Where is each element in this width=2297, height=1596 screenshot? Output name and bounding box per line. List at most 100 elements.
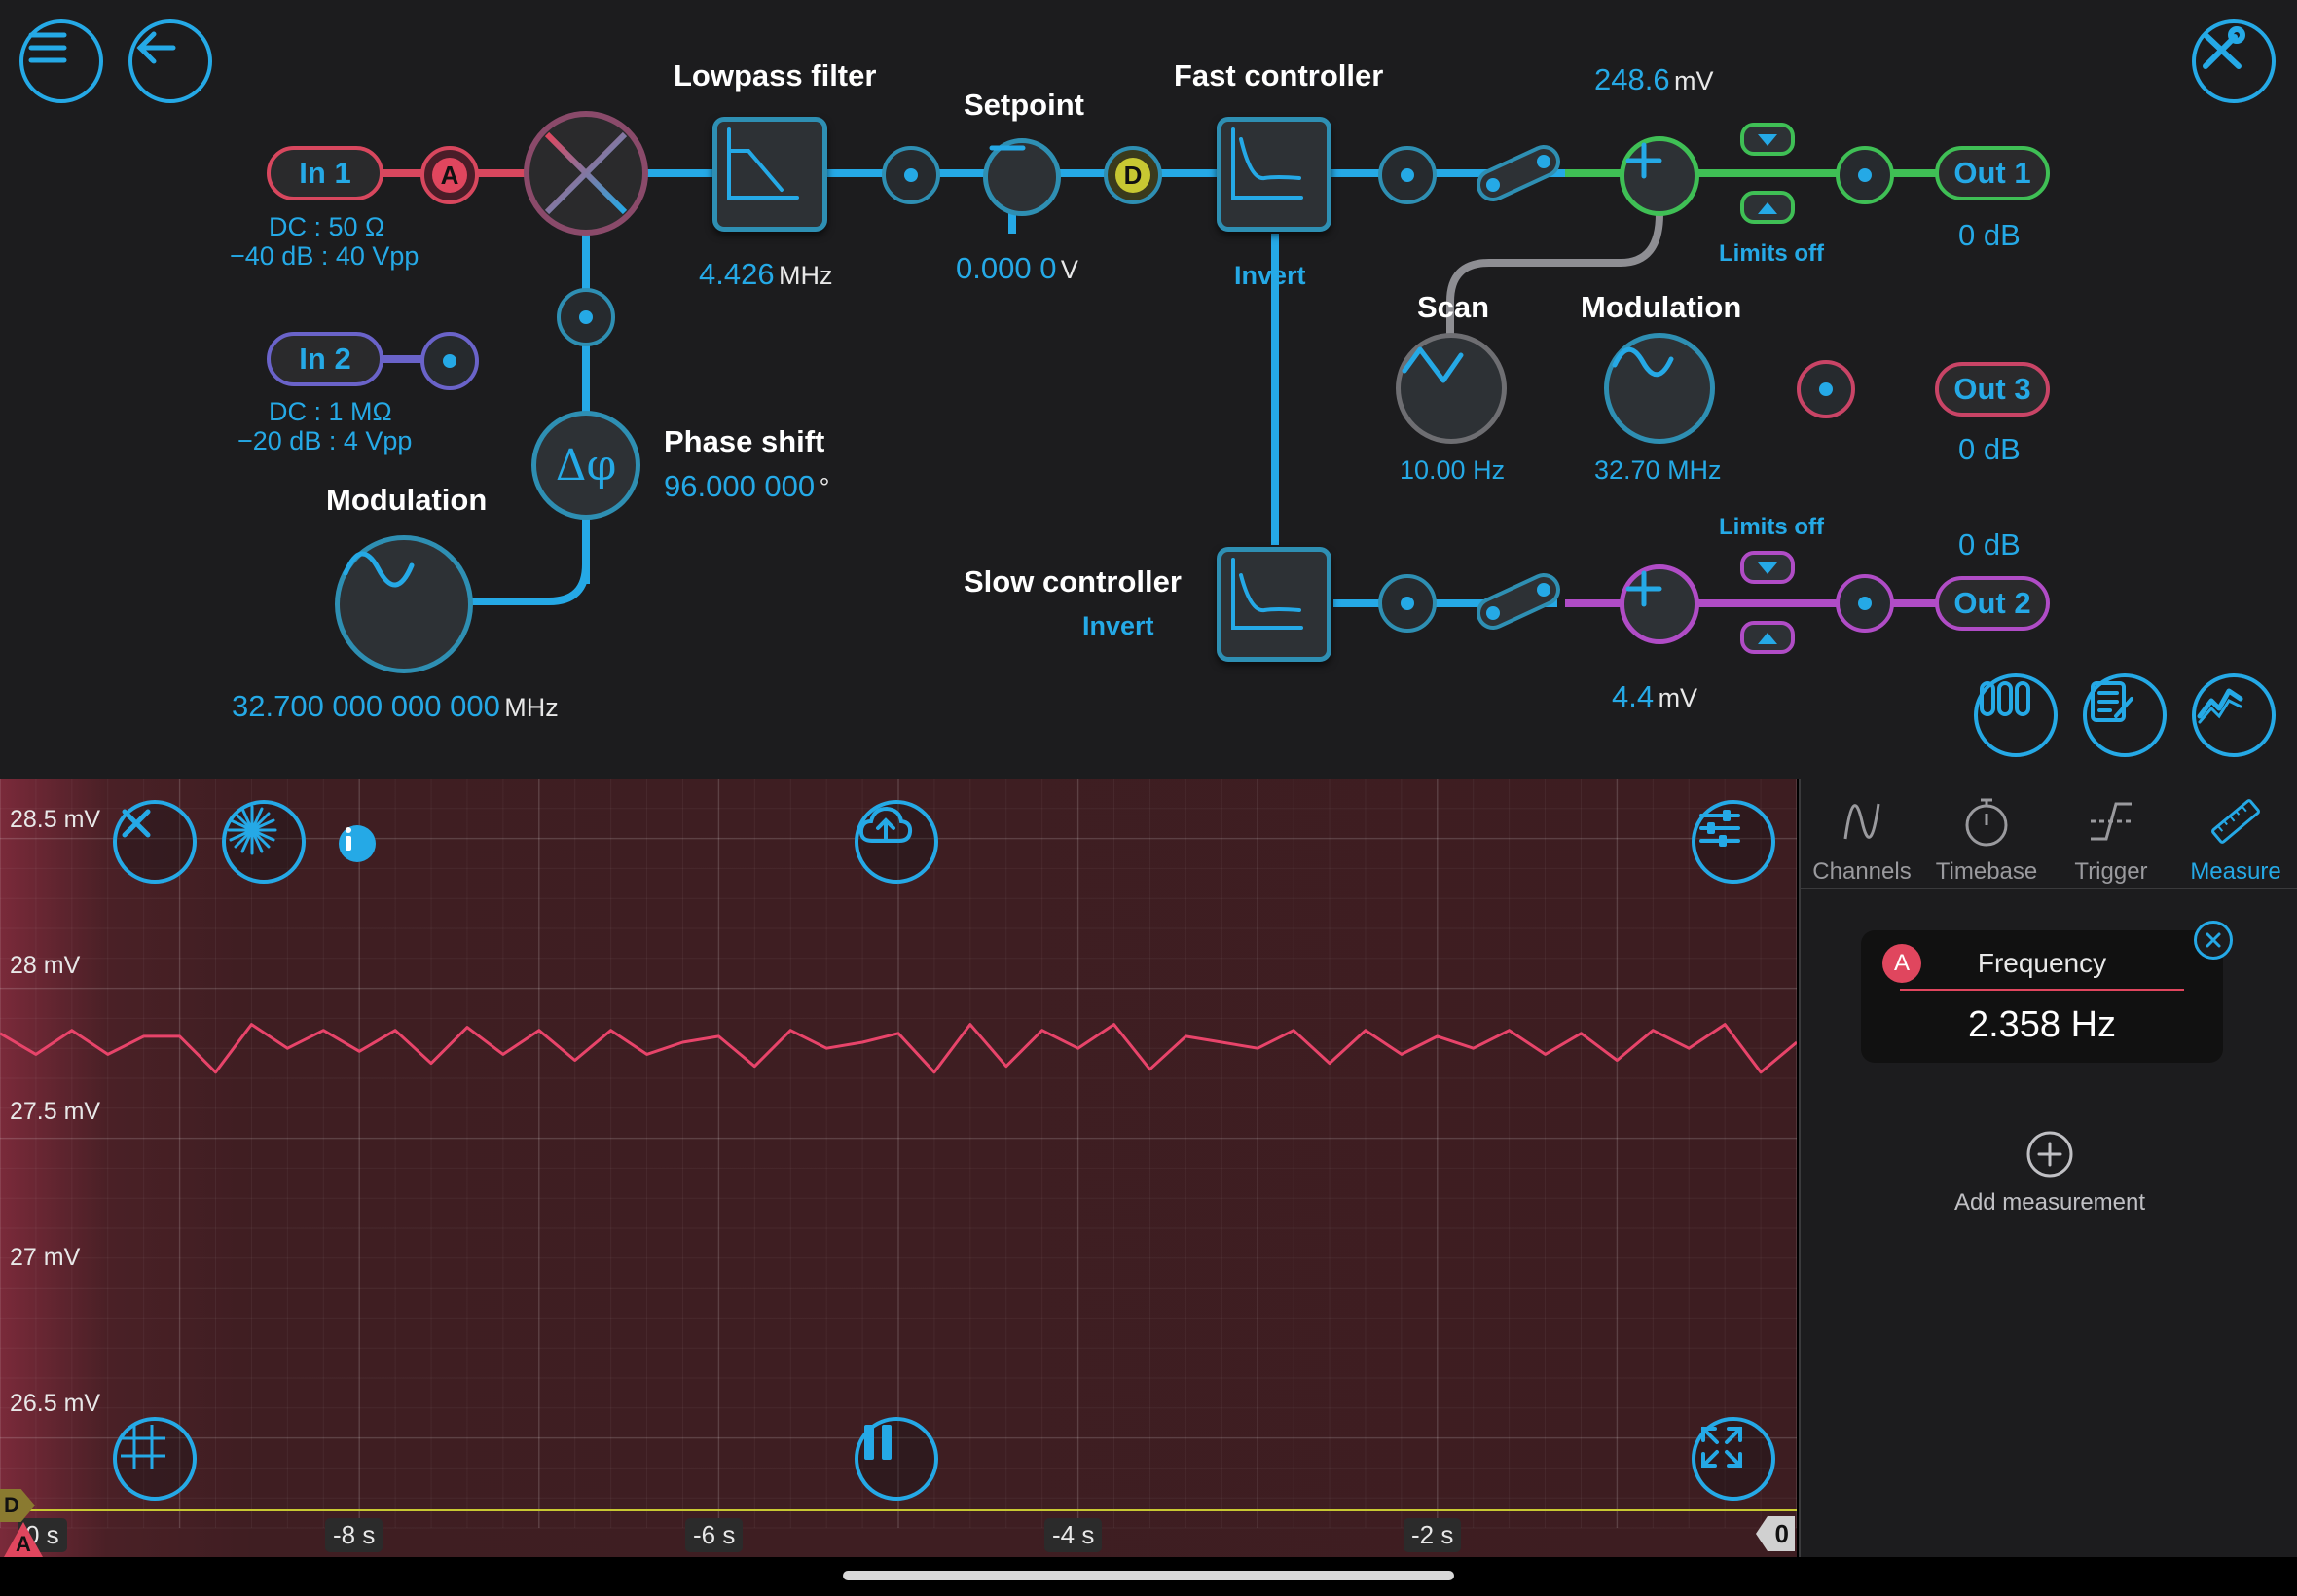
slow-controller-invert[interactable]: Invert <box>1082 611 1154 640</box>
input-2-node[interactable] <box>420 332 479 390</box>
ruler-icon <box>2211 799 2260 844</box>
setpoint-channel-badge[interactable]: D <box>1104 146 1162 204</box>
modulation-out-button[interactable] <box>1604 333 1715 444</box>
scope-settings-button[interactable] <box>1692 800 1775 884</box>
lowpass-readout[interactable]: 4.426 MHz <box>699 257 833 292</box>
info-button[interactable] <box>339 825 376 862</box>
fast-controller-button[interactable] <box>1217 117 1331 232</box>
tab-timebase[interactable]: Timebase <box>1925 788 2048 886</box>
output-3-button[interactable]: Out 3 <box>1935 362 2050 417</box>
setpoint-readout[interactable]: 0.000 0 V <box>956 251 1078 286</box>
phase-shift-value: 96.000 000 <box>664 469 816 503</box>
phase-shift-button[interactable]: Δφ <box>531 411 640 520</box>
out-3-node[interactable] <box>1797 360 1855 418</box>
measurement-underline <box>1900 989 2184 991</box>
fast-controller-invert[interactable]: Invert <box>1234 261 1306 290</box>
output-2-gain: 0 dB <box>1958 527 2021 562</box>
lowpass-value: 4.426 <box>699 257 775 291</box>
home-indicator[interactable] <box>843 1571 1454 1580</box>
expand-icon <box>1701 1427 1742 1468</box>
tab-channels[interactable]: Channels <box>1801 788 1923 886</box>
mixer-button[interactable] <box>524 111 648 236</box>
tab-trigger[interactable]: Trigger <box>2050 788 2172 886</box>
slow-output-switch[interactable] <box>1472 572 1565 631</box>
add-measurement-button[interactable]: Add measurement <box>1917 1129 2182 1236</box>
measurement-value: 2.358 Hz <box>1967 1004 2117 1045</box>
output-1-button[interactable]: Out 1 <box>1935 146 2050 200</box>
laser-burst-icon <box>227 805 277 855</box>
channel-a-marker-label: A <box>16 1532 31 1556</box>
limit-2-up-button[interactable] <box>1738 549 1797 588</box>
tab-timebase-label: Timebase <box>1935 858 2038 885</box>
input-1-label: In 1 <box>299 156 351 190</box>
plus-icon <box>1625 142 1662 179</box>
input-1-range: −40 dB : 40 Vpp <box>230 241 419 271</box>
menu-icon <box>28 32 67 63</box>
stopwatch-icon <box>1965 798 2008 847</box>
output-2-button[interactable]: Out 2 <box>1935 576 2050 631</box>
scan-button[interactable] <box>1396 333 1507 444</box>
y-tick-label: 28.5 mV <box>10 806 101 833</box>
input-1-channel-badge[interactable]: A <box>420 146 479 204</box>
menu-button[interactable] <box>19 19 103 103</box>
close-scope-button[interactable] <box>113 800 197 884</box>
settings-button[interactable] <box>2192 19 2276 103</box>
channel-d-badge: D <box>1115 158 1150 193</box>
chevron-down-icon <box>1740 123 1795 156</box>
lowpass-output-node[interactable] <box>882 146 940 204</box>
phase-node[interactable] <box>557 288 615 346</box>
out-1-node[interactable] <box>1836 146 1894 204</box>
multiply-icon <box>544 131 628 215</box>
input-1-coupling: DC : 50 Ω <box>269 212 385 241</box>
cloud-upload-button[interactable] <box>855 800 938 884</box>
fullscreen-button[interactable] <box>1692 1417 1775 1501</box>
tab-trigger-label: Trigger <box>2074 858 2148 885</box>
slow-controller-button[interactable] <box>1217 547 1331 662</box>
fast-output-node[interactable] <box>1378 146 1437 204</box>
fast-output-switch[interactable] <box>1472 144 1565 202</box>
triangle-wave-icon <box>1402 346 1464 383</box>
sum-2-limits: Limits off <box>1719 514 1824 540</box>
panel-divider <box>1801 888 2297 889</box>
limit-1-down-button[interactable] <box>1738 189 1797 228</box>
sum-2-value: 4.4 <box>1612 679 1655 713</box>
channel-a-badge: A <box>432 158 467 193</box>
measurement-card[interactable]: A Frequency 2.358 Hz <box>1861 930 2223 1063</box>
sum-1-button[interactable] <box>1620 136 1699 216</box>
sum-2-button[interactable] <box>1620 564 1699 644</box>
channels-view-button[interactable] <box>1974 673 2058 757</box>
out-2-node[interactable] <box>1836 574 1894 633</box>
sum-2-readout[interactable]: 4.4 mV <box>1612 679 1697 714</box>
limit-1-up-button[interactable] <box>1738 121 1797 160</box>
tab-measure[interactable]: Measure <box>2174 788 2297 886</box>
modulation-out-value: 32.70 MHz <box>1594 455 1722 485</box>
laser-button[interactable] <box>222 800 306 884</box>
oscilloscope-view[interactable]: 28.5 mV 28 mV 27.5 mV 27 mV 26.5 mV 0 s … <box>0 779 1797 1557</box>
lowpass-filter-button[interactable] <box>712 117 827 232</box>
input-2-button[interactable]: In 2 <box>267 332 383 386</box>
sum-2-unit: mV <box>1658 683 1698 712</box>
modulation-in-value: 32.700 000 000 000 <box>232 689 500 723</box>
input-2-range: −20 dB : 4 Vpp <box>237 426 413 455</box>
back-button[interactable] <box>128 19 212 103</box>
setpoint-unit: V <box>1060 255 1078 284</box>
notes-button[interactable] <box>2083 673 2167 757</box>
notes-icon <box>2091 681 2133 722</box>
pause-button[interactable] <box>855 1417 938 1501</box>
limit-2-down-button[interactable] <box>1738 619 1797 658</box>
sum-1-unit: mV <box>1674 66 1714 95</box>
chart-button[interactable] <box>2192 673 2276 757</box>
phase-shift-readout[interactable]: 96.000 000 ° <box>664 469 829 504</box>
cursors-button[interactable] <box>113 1417 197 1501</box>
slow-output-node[interactable] <box>1378 574 1437 633</box>
phase-shift-title: Phase shift <box>664 424 825 458</box>
controller-response-icon <box>1231 127 1303 200</box>
sum-1-readout[interactable]: 248.6 mV <box>1594 62 1714 97</box>
input-1-button[interactable]: In 1 <box>267 146 383 200</box>
setpoint-button[interactable] <box>983 138 1061 216</box>
modulation-in-readout[interactable]: 32.700 000 000 000 MHz <box>232 689 559 724</box>
lowpass-unit: MHz <box>779 261 833 290</box>
modulation-in-button[interactable] <box>335 535 473 673</box>
delta-phi-icon: Δφ <box>555 440 617 490</box>
remove-measurement-button[interactable] <box>2194 921 2233 960</box>
